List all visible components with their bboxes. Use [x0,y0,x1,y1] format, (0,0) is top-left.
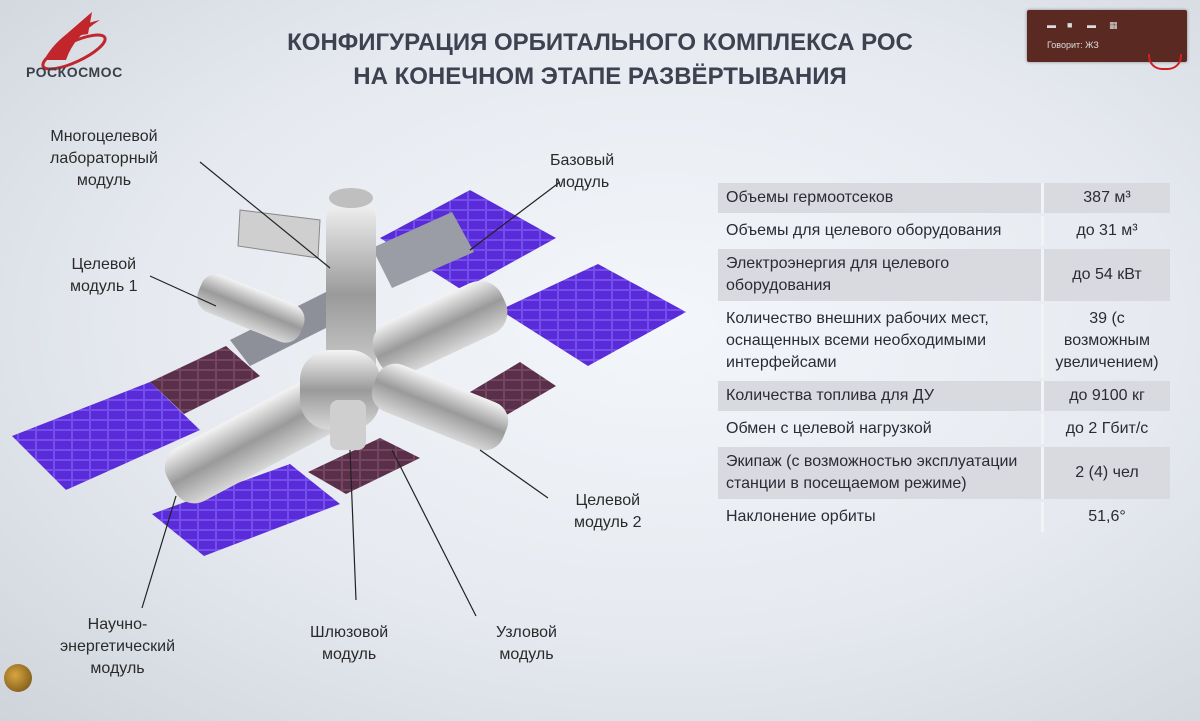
solar-panel-icon [500,264,686,366]
roscosmos-logo-icon [41,12,107,71]
minimize-icon[interactable]: ▬ [1047,20,1056,30]
spec-value: 39 (с возможным увеличением) [1041,304,1170,378]
table-row: Электроэнергия для целевого оборудования… [718,249,1170,301]
speaker-status: Говорит: ЖЗ [1047,40,1099,50]
spec-value: 51,6° [1041,502,1170,532]
target-module-1 [197,274,305,343]
brand-name: РОСКОСМОС [26,64,123,80]
solar-panel-icon [372,212,474,288]
table-row: Обмен с целевой нагрузкой до 2 Гбит/с [718,414,1170,444]
spec-param: Наклонение орбиты [726,508,876,525]
title-line-2: НА КОНЕЧНОМ ЭТАПЕ РАЗВЁРТЫВАНИЯ [353,63,847,90]
spec-value: 2 (4) чел [1041,447,1170,499]
page-title: КОНФИГУРАЦИЯ ОРБИТАЛЬНОГО КОМПЛЕКСА РОС … [250,26,950,94]
spec-param: Объемы гермоотсеков [718,183,1041,213]
solar-panel-icon [308,438,420,494]
solar-panel-icon [152,464,340,556]
solar-panel-icon [237,209,321,259]
spec-value: до 9100 кг [1041,381,1170,411]
solar-panel-icon [150,346,260,414]
record-indicator [1148,54,1182,70]
spec-param: Электроэнергия для целевого оборудования [718,249,1041,301]
spec-value: 387 м³ [1041,183,1170,213]
grid-icon[interactable]: ▦ [1109,20,1118,30]
airlock-module [330,400,366,450]
window-icon[interactable]: ■ [1067,20,1073,30]
layout-icon[interactable]: ▬ [1087,20,1096,30]
spec-param: Обмен с целевой нагрузкой [726,420,932,437]
spec-value: до 54 кВт [1041,249,1170,301]
spec-value: до 2 Гбит/с [1041,414,1170,444]
camera-glare-icon [4,664,32,692]
spec-param: Объемы для целевого оборудования [726,222,1002,239]
target-module-2 [371,363,509,451]
spec-param: Количества топлива для ДУ [718,381,1041,411]
spec-param: Экипаж (с возможностью эксплуатации стан… [718,447,1041,499]
title-line-1: КОНФИГУРАЦИЯ ОРБИТАЛЬНОГО КОМПЛЕКСА РОС [287,29,913,56]
solar-panel-icon [12,382,200,490]
table-row: Количество внешних рабочих мест, оснащен… [718,304,1170,378]
science-energy-module [164,376,346,504]
base-module [326,200,376,390]
table-row: Объемы для целевого оборудования до 31 м³ [718,216,1170,246]
meeting-overlay[interactable]: ▬ ■ ▬ ▦ Говорит: ЖЗ [1027,10,1187,62]
station-illustration [12,161,686,617]
table-row: Экипаж (с возможностью эксплуатации стан… [718,447,1170,499]
spec-value: до 31 м³ [1041,216,1170,246]
multi-lab-module [372,280,508,376]
spec-param: Количество внешних рабочих мест, оснащен… [726,310,989,371]
table-row: Наклонение орбиты 51,6° [718,502,1170,532]
